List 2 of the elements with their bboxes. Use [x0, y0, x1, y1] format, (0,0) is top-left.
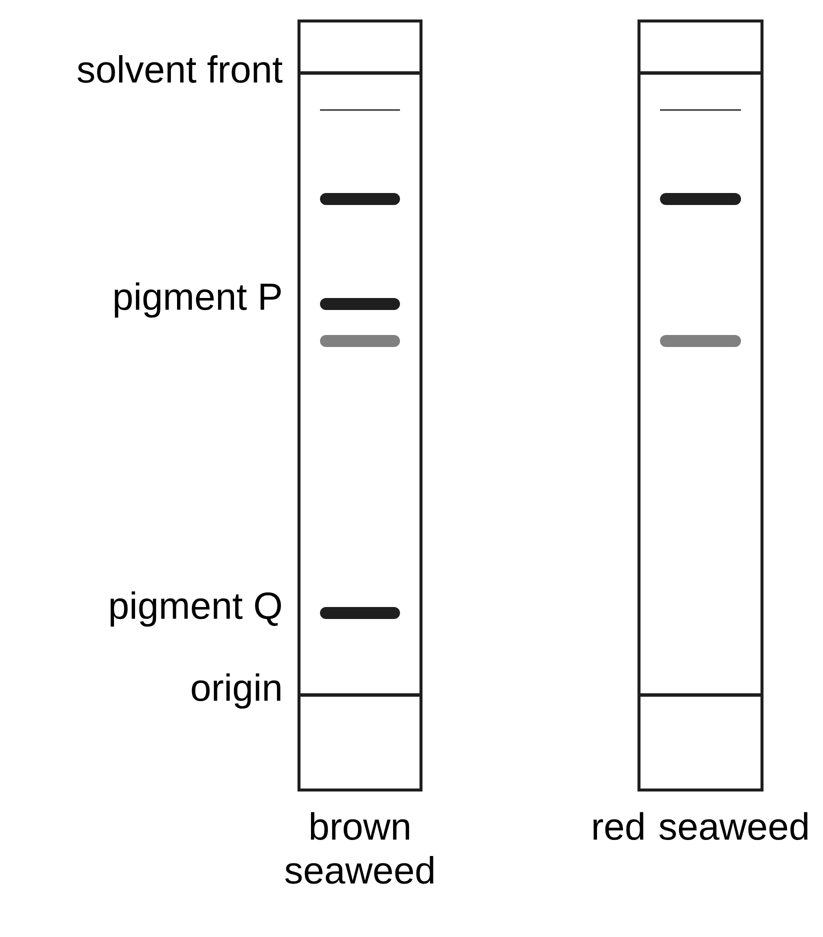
strip-caption: brown seaweed: [285, 812, 434, 884]
strip-caption: red seaweed: [594, 812, 808, 840]
